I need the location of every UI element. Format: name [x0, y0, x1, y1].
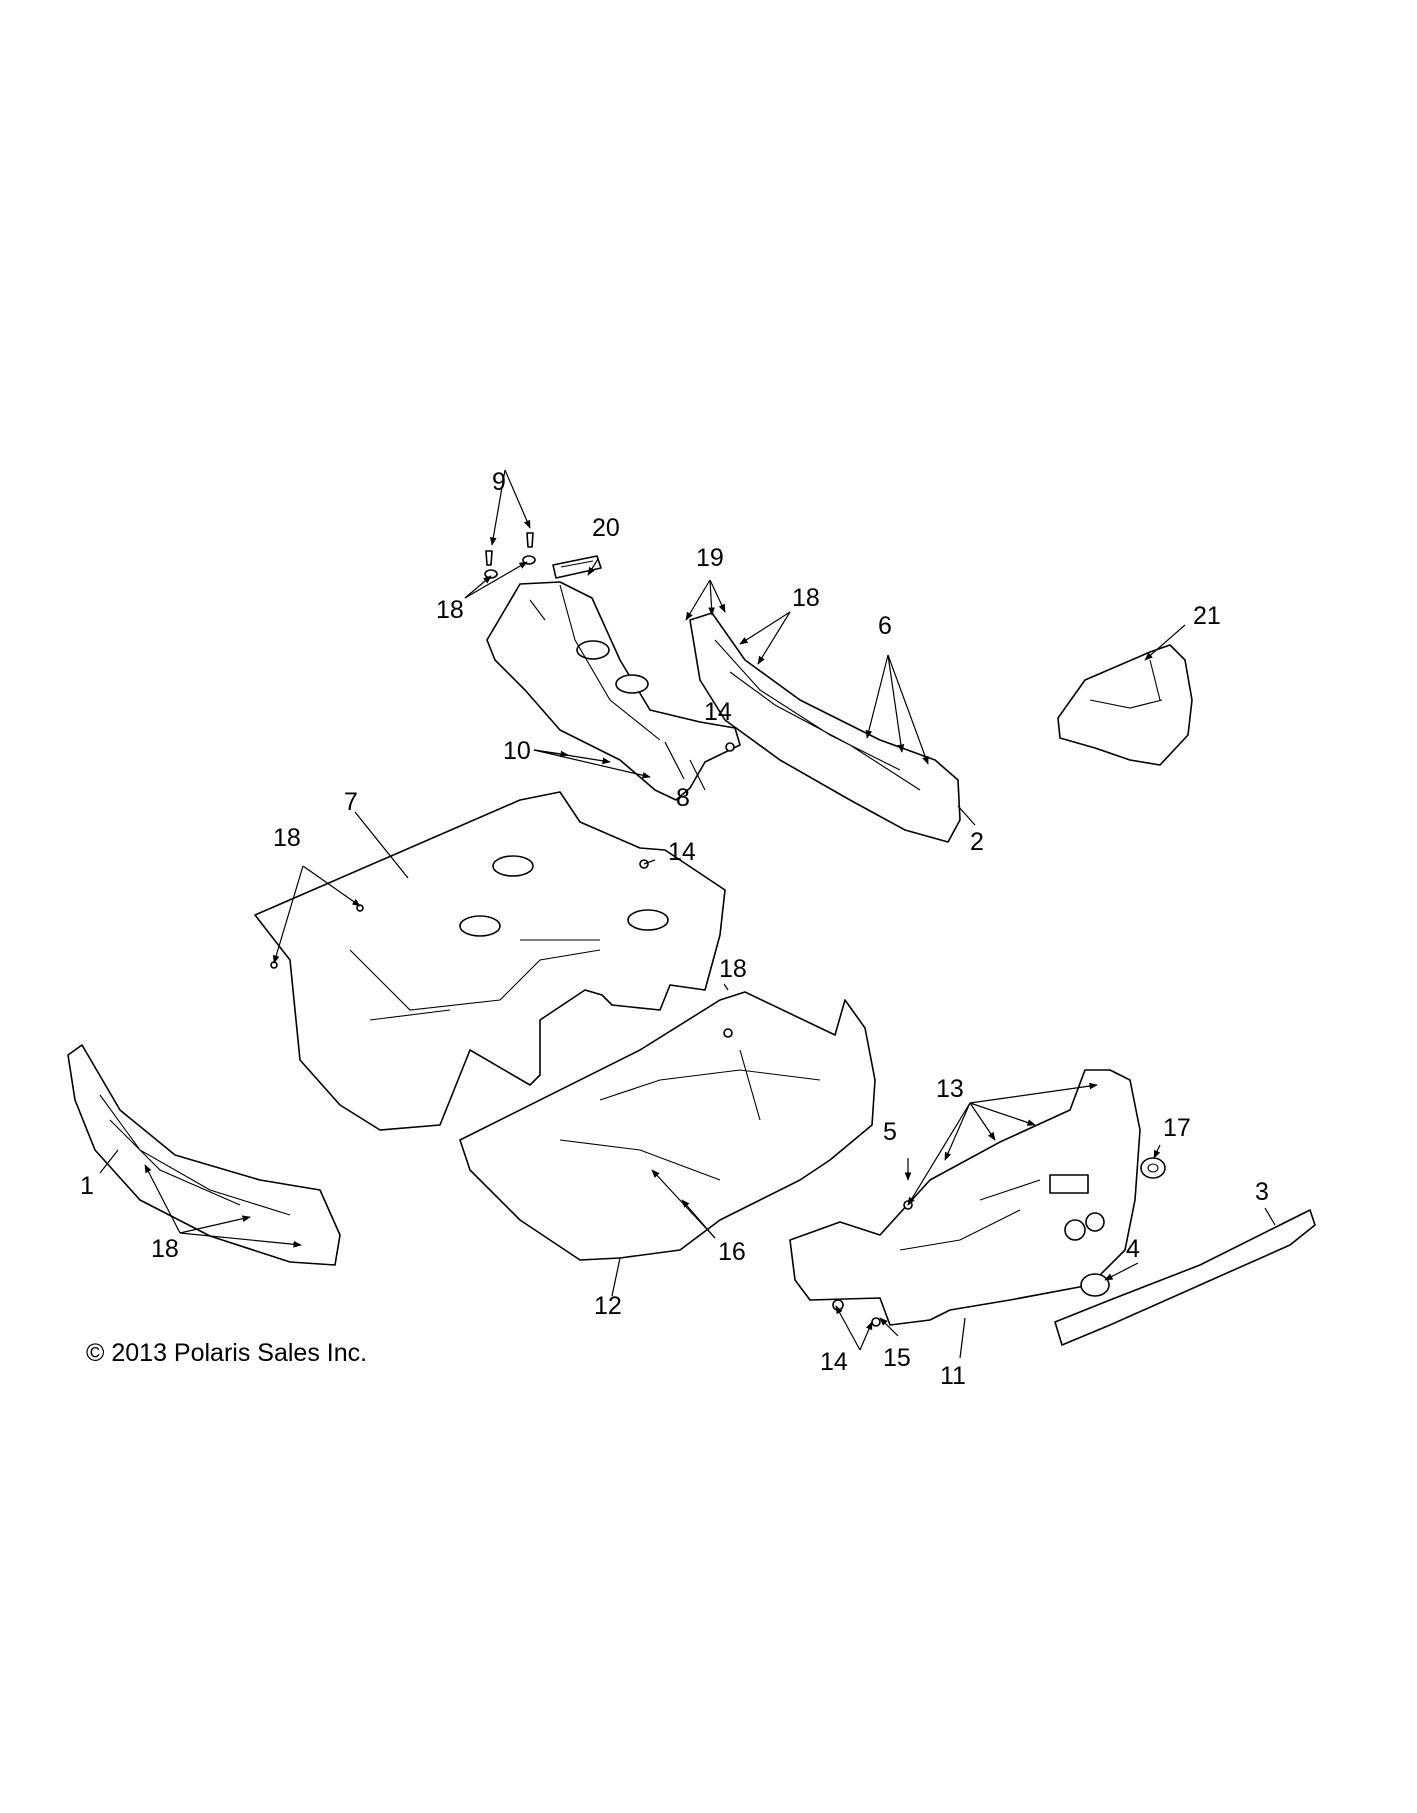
- callout-20: 19: [696, 544, 724, 572]
- callout-3: 3: [1255, 1178, 1269, 1206]
- callout-22: 21: [1193, 602, 1221, 630]
- callout-9: 9: [492, 468, 506, 496]
- part-11-firewall: [789, 1069, 1141, 1326]
- part-4-plug: [1080, 1273, 1110, 1297]
- callout-19: 18: [436, 596, 464, 624]
- leader-lines: [99, 469, 1276, 1359]
- callout-7: 7: [344, 788, 358, 816]
- part-1-rocker-panel: [67, 1044, 341, 1266]
- part-22-cover: [1057, 644, 1193, 766]
- part-12-floor-tub: [459, 991, 876, 1261]
- part-21-plate: [552, 555, 602, 579]
- callout-18-mid: 18: [719, 955, 747, 983]
- callout-8: 8: [676, 784, 690, 812]
- callout-labels: 9 20 18 19 18 6 21 10 14 8 2 7 14 18 18 …: [80, 468, 1269, 1390]
- callout-1: 1: [80, 1172, 94, 1200]
- callout-21: 20: [592, 514, 620, 542]
- callout-17: 17: [1163, 1114, 1191, 1142]
- callout-4: 4: [1126, 1235, 1140, 1263]
- part-2-rocker-panel: [689, 612, 961, 843]
- callout-14-a: 14: [704, 698, 732, 726]
- callout-18-left: 18: [273, 824, 301, 852]
- callout-15: 15: [883, 1344, 911, 1372]
- part-3-seal-strip: [1054, 1209, 1316, 1346]
- copyright-text: © 2013 Polaris Sales Inc.: [86, 1339, 368, 1367]
- callout-12: 12: [594, 1292, 622, 1320]
- callout-5: 5: [883, 1118, 897, 1146]
- callout-14-b: 14: [668, 838, 696, 866]
- callout-10: 10: [503, 737, 531, 765]
- callout-11: 11: [940, 1362, 966, 1390]
- callout-14-c: 14: [820, 1348, 848, 1376]
- callout-2: 2: [970, 828, 984, 856]
- part-17-grommet: [1140, 1157, 1166, 1179]
- callout-16: 16: [718, 1238, 746, 1266]
- part-7-floor-tub: [254, 791, 726, 1131]
- callout-18-top: 18: [792, 584, 820, 612]
- part-8-center-console: [486, 581, 741, 801]
- callout-18-bottom: 18: [151, 1235, 179, 1263]
- callout-13: 13: [936, 1075, 964, 1103]
- callout-6: 6: [878, 612, 892, 640]
